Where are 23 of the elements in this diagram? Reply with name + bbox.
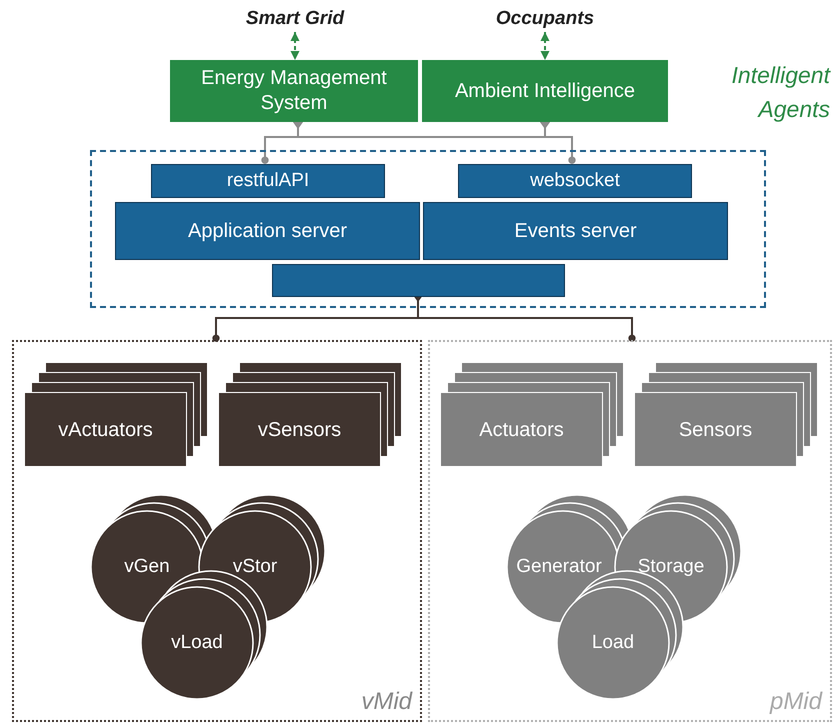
physical-group-box: [428, 340, 832, 722]
server-box: Events server: [423, 202, 728, 260]
virtual-group-box: [12, 340, 422, 722]
device-card: Actuators: [440, 392, 603, 467]
external-label: Occupants: [490, 6, 600, 32]
connector: [540, 122, 576, 164]
group-label: pMid: [770, 687, 822, 717]
platform-group-box: [90, 150, 766, 308]
connector: [540, 32, 550, 60]
service-box: restfulAPI: [151, 164, 385, 198]
connector: [290, 32, 300, 60]
service-box: [272, 264, 565, 297]
agent-box: Ambient Intelligence: [422, 60, 668, 122]
server-box: Application server: [115, 202, 420, 260]
connector: [413, 295, 636, 342]
device-card: vSensors: [218, 392, 381, 467]
group-label: vMid: [361, 687, 412, 717]
service-box: websocket: [458, 164, 692, 198]
agent-box: Energy Management System: [170, 60, 418, 122]
external-label: Smart Grid: [240, 6, 350, 32]
layer-label: Intelligent Agents: [730, 61, 830, 124]
device-card: Sensors: [634, 392, 797, 467]
device-card: vActuators: [24, 392, 187, 467]
